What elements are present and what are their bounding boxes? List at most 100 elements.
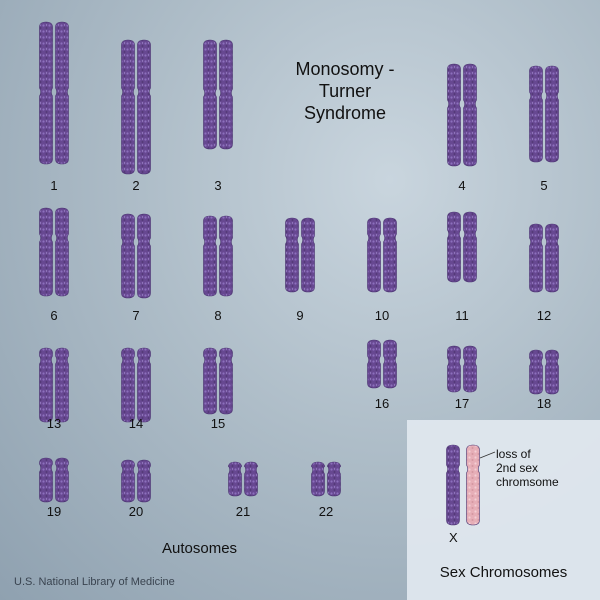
- chromosome-14: 14: [121, 347, 151, 431]
- chromatid-left: [447, 63, 461, 167]
- chromatid-right: [55, 21, 69, 165]
- chromatid-right: [463, 211, 477, 283]
- chromosome-4: 4: [447, 63, 477, 193]
- chromatid-right: [545, 223, 559, 293]
- chromosome-label: 11: [455, 308, 469, 323]
- credit-text: U.S. National Library of Medicine: [14, 576, 175, 588]
- annotation-line-2: 2nd sex: [496, 461, 539, 475]
- chromatid-right: [55, 457, 69, 503]
- autosomes-label: Autosomes: [162, 540, 238, 557]
- chromatid-left: [529, 223, 543, 293]
- chromosome-label: 13: [47, 416, 61, 431]
- chromosome-label: 3: [214, 178, 221, 193]
- chromatid-right: [463, 63, 477, 167]
- chromatid-left: [39, 21, 53, 165]
- chromatid-right: [219, 347, 233, 415]
- chromatid-right: [327, 461, 341, 497]
- chromatid-left: [203, 215, 217, 297]
- chromosome-17: 17: [447, 345, 477, 411]
- chromatid-left: [121, 459, 135, 503]
- chromatid-right: [137, 39, 151, 175]
- chromosome-label: 4: [458, 178, 465, 193]
- chromatid-right: [301, 217, 315, 293]
- annotation-leader-line: [479, 451, 496, 459]
- chromatid-left: [121, 39, 135, 175]
- chromosome-label: 18: [537, 396, 551, 411]
- chromosome-label: 5: [540, 178, 547, 193]
- annotation-line-1: loss of: [496, 447, 531, 461]
- chromosome-8: 8: [203, 215, 233, 323]
- chromosome-label: 16: [375, 396, 389, 411]
- chromosome-label: 15: [211, 416, 225, 431]
- chromosome-18: 18: [529, 349, 559, 411]
- chromatid-left: [311, 461, 325, 497]
- chromosome-1: 1: [39, 21, 69, 193]
- missing-chromosome-annotation: loss of 2nd sex chromsome: [496, 447, 559, 489]
- chromosome-label: 6: [50, 308, 57, 323]
- chromosome-20: 20: [121, 459, 151, 519]
- chromatid-right: [55, 207, 69, 297]
- chromatid-right: [137, 213, 151, 299]
- chromatid-right: [383, 217, 397, 293]
- diagram-title: Monosomy - Turner Syndrome: [270, 58, 420, 124]
- chromosome-label: 2: [132, 178, 139, 193]
- chromosome-5: 5: [529, 65, 559, 193]
- chromosome-label: 21: [236, 504, 250, 519]
- chromosome-11: 11: [447, 211, 477, 323]
- chromosome-7: 7: [121, 213, 151, 323]
- missing-sex-chromosome: [466, 444, 480, 526]
- chromosome-22: 22: [311, 461, 341, 519]
- chromosome-label: 20: [129, 504, 143, 519]
- chromatid-left: [203, 39, 217, 150]
- chromatid-right: [219, 215, 233, 297]
- chromatid-left: [39, 207, 53, 297]
- x-chromosome-label: X: [449, 530, 458, 545]
- title-line-3: Syndrome: [303, 103, 387, 123]
- chromosome-label: 14: [129, 416, 143, 431]
- sex-chromosomes-label: Sex Chromosomes: [439, 564, 568, 581]
- chromosome-10: 10: [367, 217, 397, 323]
- chromatid-right: [55, 347, 69, 423]
- chromatid-right: [545, 349, 559, 395]
- chromosome-label: 8: [214, 308, 221, 323]
- chromosome-label: 12: [537, 308, 551, 323]
- chromosome-label: 1: [50, 178, 57, 193]
- sex-chromosome-panel: [407, 420, 600, 600]
- chromatid-left: [529, 65, 543, 163]
- chromosome-2: 2: [121, 39, 151, 193]
- chromatid-left: [39, 347, 53, 423]
- chromatid-left: [285, 217, 299, 293]
- chromatid-right: [137, 459, 151, 503]
- chromosome-9: 9: [285, 217, 315, 323]
- chromosome-label: 17: [455, 396, 469, 411]
- chromosome-label: 7: [132, 308, 139, 323]
- chromosome-label: 10: [375, 308, 389, 323]
- x-chromatid: [446, 444, 460, 526]
- chromatid-left: [121, 347, 135, 423]
- x-chromosome: [446, 444, 460, 526]
- chromatid-left: [367, 339, 381, 389]
- chromatid-right: [383, 339, 397, 389]
- chromosome-label: 22: [319, 504, 333, 519]
- chromosome-19: 19: [39, 457, 69, 519]
- chromatid-left: [447, 345, 461, 393]
- chromatid-right: [219, 39, 233, 150]
- chromatid-right: [244, 461, 258, 497]
- chromatid-left: [203, 347, 217, 415]
- chromatid-left: [228, 461, 242, 497]
- chromatid-right: [545, 65, 559, 163]
- chromosome-13: 13: [39, 347, 69, 431]
- chromatid-left: [529, 349, 543, 395]
- chromosome-12: 12: [529, 223, 559, 323]
- chromatid-left: [39, 457, 53, 503]
- chromatid-left: [367, 217, 381, 293]
- chromatid-right: [463, 345, 477, 393]
- annotation-line-3: chromsome: [496, 475, 559, 489]
- title-line-1: Monosomy -: [295, 59, 395, 79]
- chromosome-label: 19: [47, 504, 61, 519]
- chromosome-label: 9: [296, 308, 303, 323]
- chromatid-left: [447, 211, 461, 283]
- title-line-2: Turner: [318, 81, 372, 101]
- chromosome-6: 6: [39, 207, 69, 323]
